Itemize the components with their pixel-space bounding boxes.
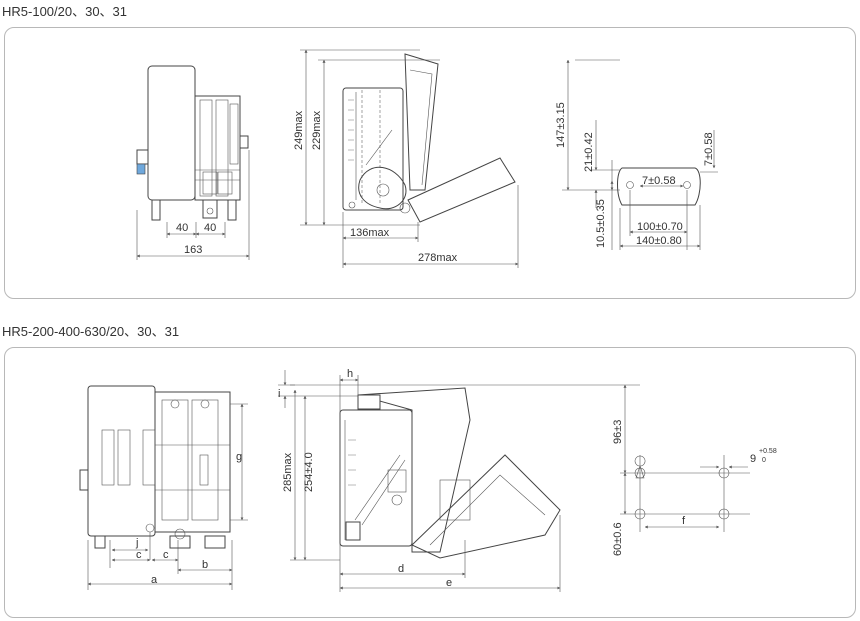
dim-a: a (151, 574, 158, 586)
dim-c2: c (163, 549, 169, 561)
dim-10-5: 10.5±0.35 (595, 199, 607, 248)
dim-40b: 40 (204, 222, 216, 234)
dim-9-tol-dn: 0 (762, 457, 766, 464)
dim-21: 21±0.42 (583, 132, 595, 172)
dim-9-tol-up: +0.58 (759, 448, 777, 455)
dim-b: b (202, 559, 208, 571)
s1-side-view (136, 65, 250, 260)
s2-side-view (79, 385, 248, 590)
s1-front-view (300, 49, 519, 268)
dim-229max: 229max (311, 110, 323, 150)
s1-mounting-view (562, 59, 718, 250)
dim-136max: 136max (350, 227, 390, 239)
dim-147: 147±3.15 (555, 102, 567, 148)
dim-40a: 40 (176, 222, 188, 234)
s2-mounting-holes (620, 384, 750, 532)
dim-60: 60±0.6 (612, 522, 624, 556)
dim-140: 140±0.80 (636, 235, 682, 247)
dim-j: j (135, 537, 138, 549)
dim-c1: c (136, 549, 142, 561)
dim-249max: 249max (293, 110, 305, 150)
dim-7b: 7±0.58 (703, 132, 715, 166)
dim-i: i (278, 388, 280, 400)
dim-e: e (446, 577, 452, 589)
dim-254: 254±4.0 (303, 452, 315, 492)
dim-f: f (682, 515, 686, 527)
dim-9: 9 (750, 453, 756, 465)
section2-title: HR5-200-400-630/20、30、31 (2, 324, 180, 339)
dim-d: d (398, 563, 404, 575)
dim-7a: 7±0.58 (642, 175, 676, 187)
dim-g: g (236, 451, 242, 463)
dim-278max: 278max (418, 252, 458, 264)
section1-title: HR5-100/20、30、31 (2, 4, 128, 19)
dim-285max: 285max (282, 452, 294, 492)
dim-163: 163 (184, 244, 202, 256)
s2-front-view (278, 370, 640, 592)
dim-100: 100±0.70 (637, 221, 683, 233)
dim-h: h (347, 368, 353, 380)
dim-96: 96±3 (612, 420, 624, 444)
